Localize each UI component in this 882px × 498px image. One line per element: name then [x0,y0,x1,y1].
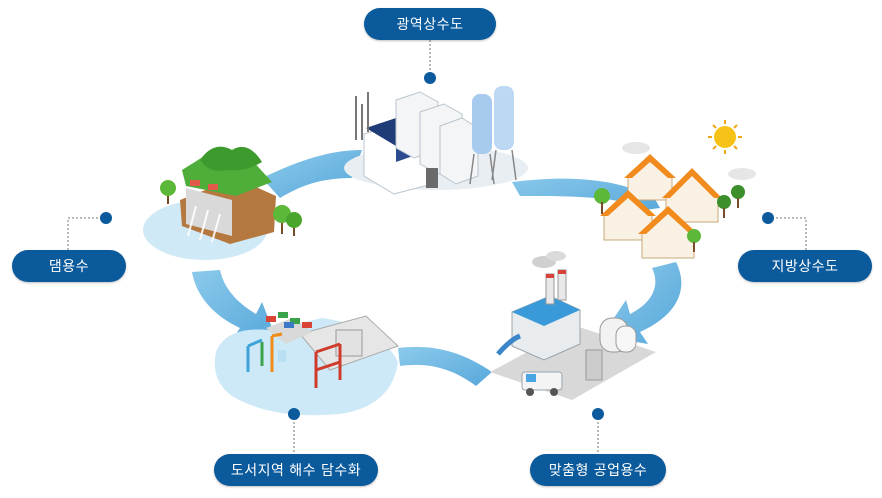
marker-dot-local [762,212,774,224]
dam-trees [160,180,302,236]
houses-illustration [594,120,756,259]
label-local-water: 지방상수도 [738,250,872,282]
marker-dot-dam [100,212,112,224]
water-plant-illustration [344,86,528,195]
label-desalination: 도서지역 해수 담수화 [214,454,378,486]
truck-icon [521,371,563,396]
marker-dot-industry [592,408,604,420]
desalination-illustration [214,312,399,416]
flow-arrow-dam-to-wide [262,150,362,198]
marker-dots [100,72,774,420]
sun-icon [708,120,742,154]
dam-illustration [143,146,302,260]
factory-illustration [490,251,656,400]
flow-arrow-dam-to-desal [192,270,276,340]
leader-lines [67,40,807,456]
label-wide-area-water: 광역상수도 [364,8,496,40]
marker-dot-wide [424,72,436,84]
marker-dot-desal [288,408,300,420]
house-trees [594,185,745,252]
label-dam-water: 댐용수 [12,250,126,282]
label-industrial-water: 맞춤형 공업용수 [530,454,666,486]
flow-arrow-industry-to-desal [398,346,492,386]
